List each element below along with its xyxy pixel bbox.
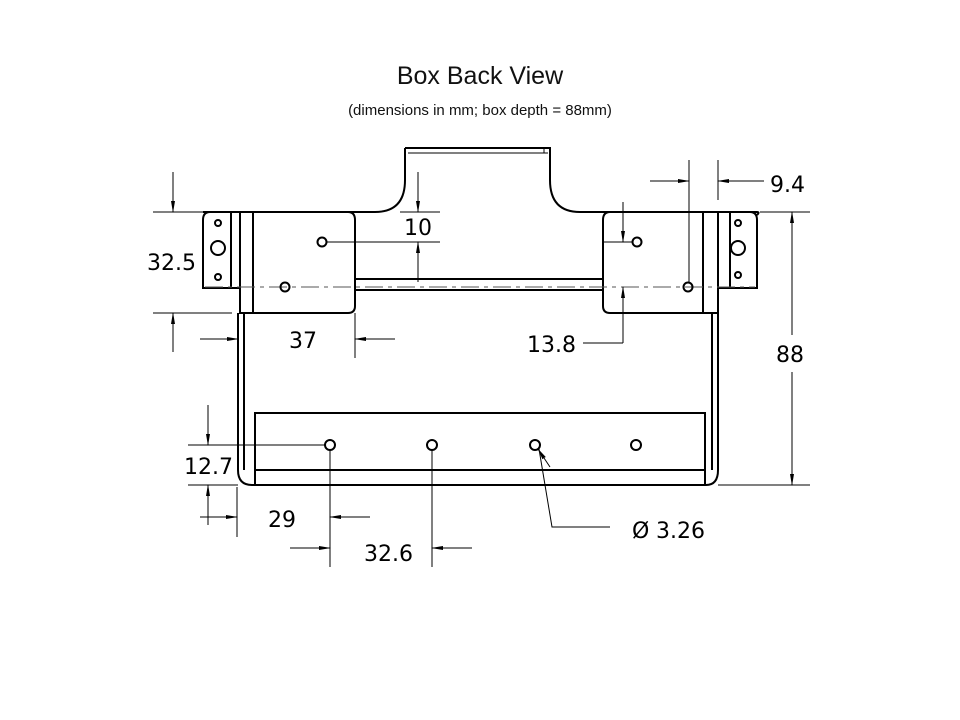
hole xyxy=(426,439,438,451)
drawing-subtitle: (dimensions in mm; box depth = 88mm) xyxy=(348,102,612,119)
box-outline xyxy=(202,147,760,486)
hole xyxy=(214,273,222,281)
drawing-title: Box Back View xyxy=(396,62,564,90)
hole xyxy=(631,236,643,248)
hole xyxy=(279,281,291,293)
dimension-lines xyxy=(153,160,810,567)
hole xyxy=(734,219,742,227)
hole xyxy=(734,271,742,279)
hole xyxy=(630,439,642,451)
dim-flange-height: 32.5 xyxy=(147,251,196,276)
dim-bottom-hole-spacing: 32.6 xyxy=(364,542,413,567)
hole xyxy=(682,281,694,293)
dim-hole-offset-top: 10 xyxy=(404,216,432,241)
dim-ear-offset: 9.4 xyxy=(770,173,805,198)
dim-bottom-hole-edge: 29 xyxy=(268,508,296,533)
dim-bottom-hole-height: 12.7 xyxy=(184,455,233,480)
hole xyxy=(324,439,336,451)
dim-hole-diameter: 3.26 xyxy=(656,519,705,544)
diameter-symbol-icon: Ø xyxy=(632,519,649,544)
hole xyxy=(529,439,541,451)
hole xyxy=(214,219,222,227)
hole xyxy=(210,240,226,256)
hole xyxy=(730,240,746,256)
dim-hole-offset-bottom: 13.8 xyxy=(527,333,576,358)
dim-box-depth: 88 xyxy=(776,343,804,368)
mounting-holes xyxy=(210,219,746,451)
hole xyxy=(316,236,328,248)
dim-plate-width: 37 xyxy=(289,329,317,354)
